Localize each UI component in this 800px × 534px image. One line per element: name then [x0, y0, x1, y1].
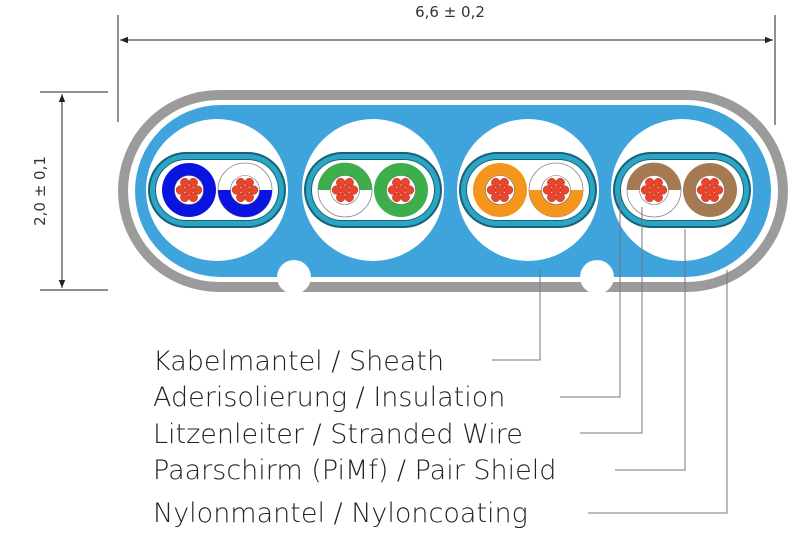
strand [555, 177, 565, 188]
strand [244, 192, 254, 203]
strand [349, 185, 359, 195]
strand [331, 185, 342, 195]
label-nylon-coating: Nylonmantel / Nyloncoating [153, 498, 528, 529]
strand [645, 192, 655, 203]
strand [249, 185, 259, 195]
strand [344, 177, 354, 188]
strand [188, 177, 198, 188]
strand [392, 177, 402, 188]
filler-notch [277, 260, 311, 294]
wire-orange-left [473, 163, 527, 217]
strand [640, 185, 651, 195]
strand [491, 177, 501, 188]
strand [653, 177, 663, 188]
strand [645, 177, 655, 188]
height-dimension: 2,0 ± 0,1 [31, 91, 108, 291]
strand [701, 192, 711, 203]
label-sheath: Kabelmantel / Sheath [153, 346, 444, 377]
strand [486, 185, 497, 195]
strand [188, 192, 198, 203]
strand [547, 177, 557, 188]
label-pair-shield: Paarschirm (PiMf) / Pair Shield [153, 455, 556, 486]
wire-blue-right [217, 162, 273, 218]
strand [180, 192, 190, 203]
strand [696, 185, 707, 195]
width-dimension-label: 6,6 ± 0,2 [415, 3, 485, 21]
strand [709, 177, 719, 188]
strand [504, 185, 514, 195]
leader-lines [492, 193, 728, 514]
strand [405, 185, 415, 195]
strand [231, 185, 242, 195]
sheath [135, 105, 771, 277]
strand [244, 177, 254, 188]
strand [555, 192, 565, 203]
insulation-stripe [318, 163, 372, 190]
strand [657, 185, 668, 195]
strand [713, 185, 724, 195]
wire-orange-right [528, 162, 584, 218]
strand [653, 192, 663, 203]
strand [400, 192, 410, 203]
insulation-stripe [529, 190, 583, 217]
strand [193, 185, 203, 195]
wire-green-left [317, 162, 373, 218]
wire-blue-left [162, 163, 216, 217]
wire-green-right [374, 163, 428, 217]
filler-notch [580, 260, 614, 294]
strand [491, 192, 501, 203]
strand [236, 192, 246, 203]
width-dimension: 6,6 ± 0,2 [117, 3, 776, 125]
strand [542, 185, 553, 195]
strand [559, 185, 570, 195]
strand [344, 192, 354, 203]
label-insulation: Aderisolierung / Insulation [153, 382, 505, 413]
twisted-pair-green [302, 119, 444, 261]
twisted-pair-orange [457, 119, 599, 261]
strand [175, 185, 186, 195]
strand [392, 192, 402, 203]
cable-body [118, 90, 788, 294]
strand [709, 192, 719, 203]
twisted-pair-blue [146, 119, 288, 261]
nylon-coating [118, 90, 788, 292]
strand [180, 177, 190, 188]
strand [547, 192, 557, 203]
strand [400, 177, 410, 188]
label-stranded-wire: Litzenleiter / Stranded Wire [153, 419, 523, 450]
strand [336, 192, 346, 203]
height-dimension-label: 2,0 ± 0,1 [31, 156, 49, 226]
strand [701, 177, 711, 188]
wire-brown-left [626, 162, 682, 218]
twisted-pair-brown [611, 119, 753, 261]
insulation-stripe [218, 190, 272, 217]
strand [499, 192, 509, 203]
strand [387, 185, 398, 195]
insulation-stripe [627, 163, 681, 190]
strand [336, 177, 346, 188]
wire-brown-right [683, 163, 737, 217]
strand [236, 177, 246, 188]
strand [499, 177, 509, 188]
